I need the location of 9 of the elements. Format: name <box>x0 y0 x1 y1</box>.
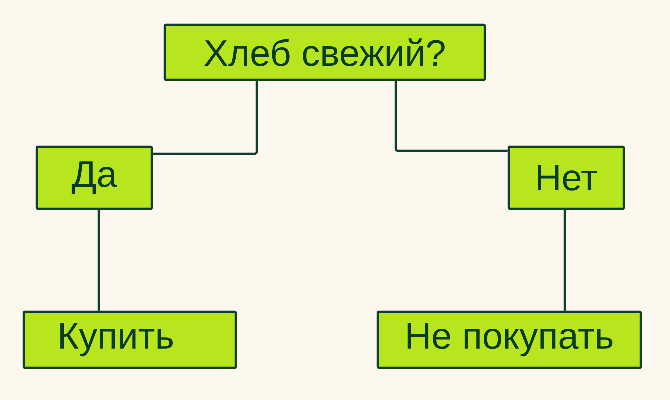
outcome-box: Купить <box>22 310 238 370</box>
option-box: Нет <box>508 146 626 210</box>
option-box: Да <box>36 146 154 210</box>
connector-line <box>394 81 508 152</box>
outcome-box: Не покупать <box>376 310 642 370</box>
connector-line <box>153 81 258 156</box>
connector-line <box>98 210 100 311</box>
decision-box: Хлеб свежий? <box>164 24 486 82</box>
connector-line <box>564 210 566 311</box>
